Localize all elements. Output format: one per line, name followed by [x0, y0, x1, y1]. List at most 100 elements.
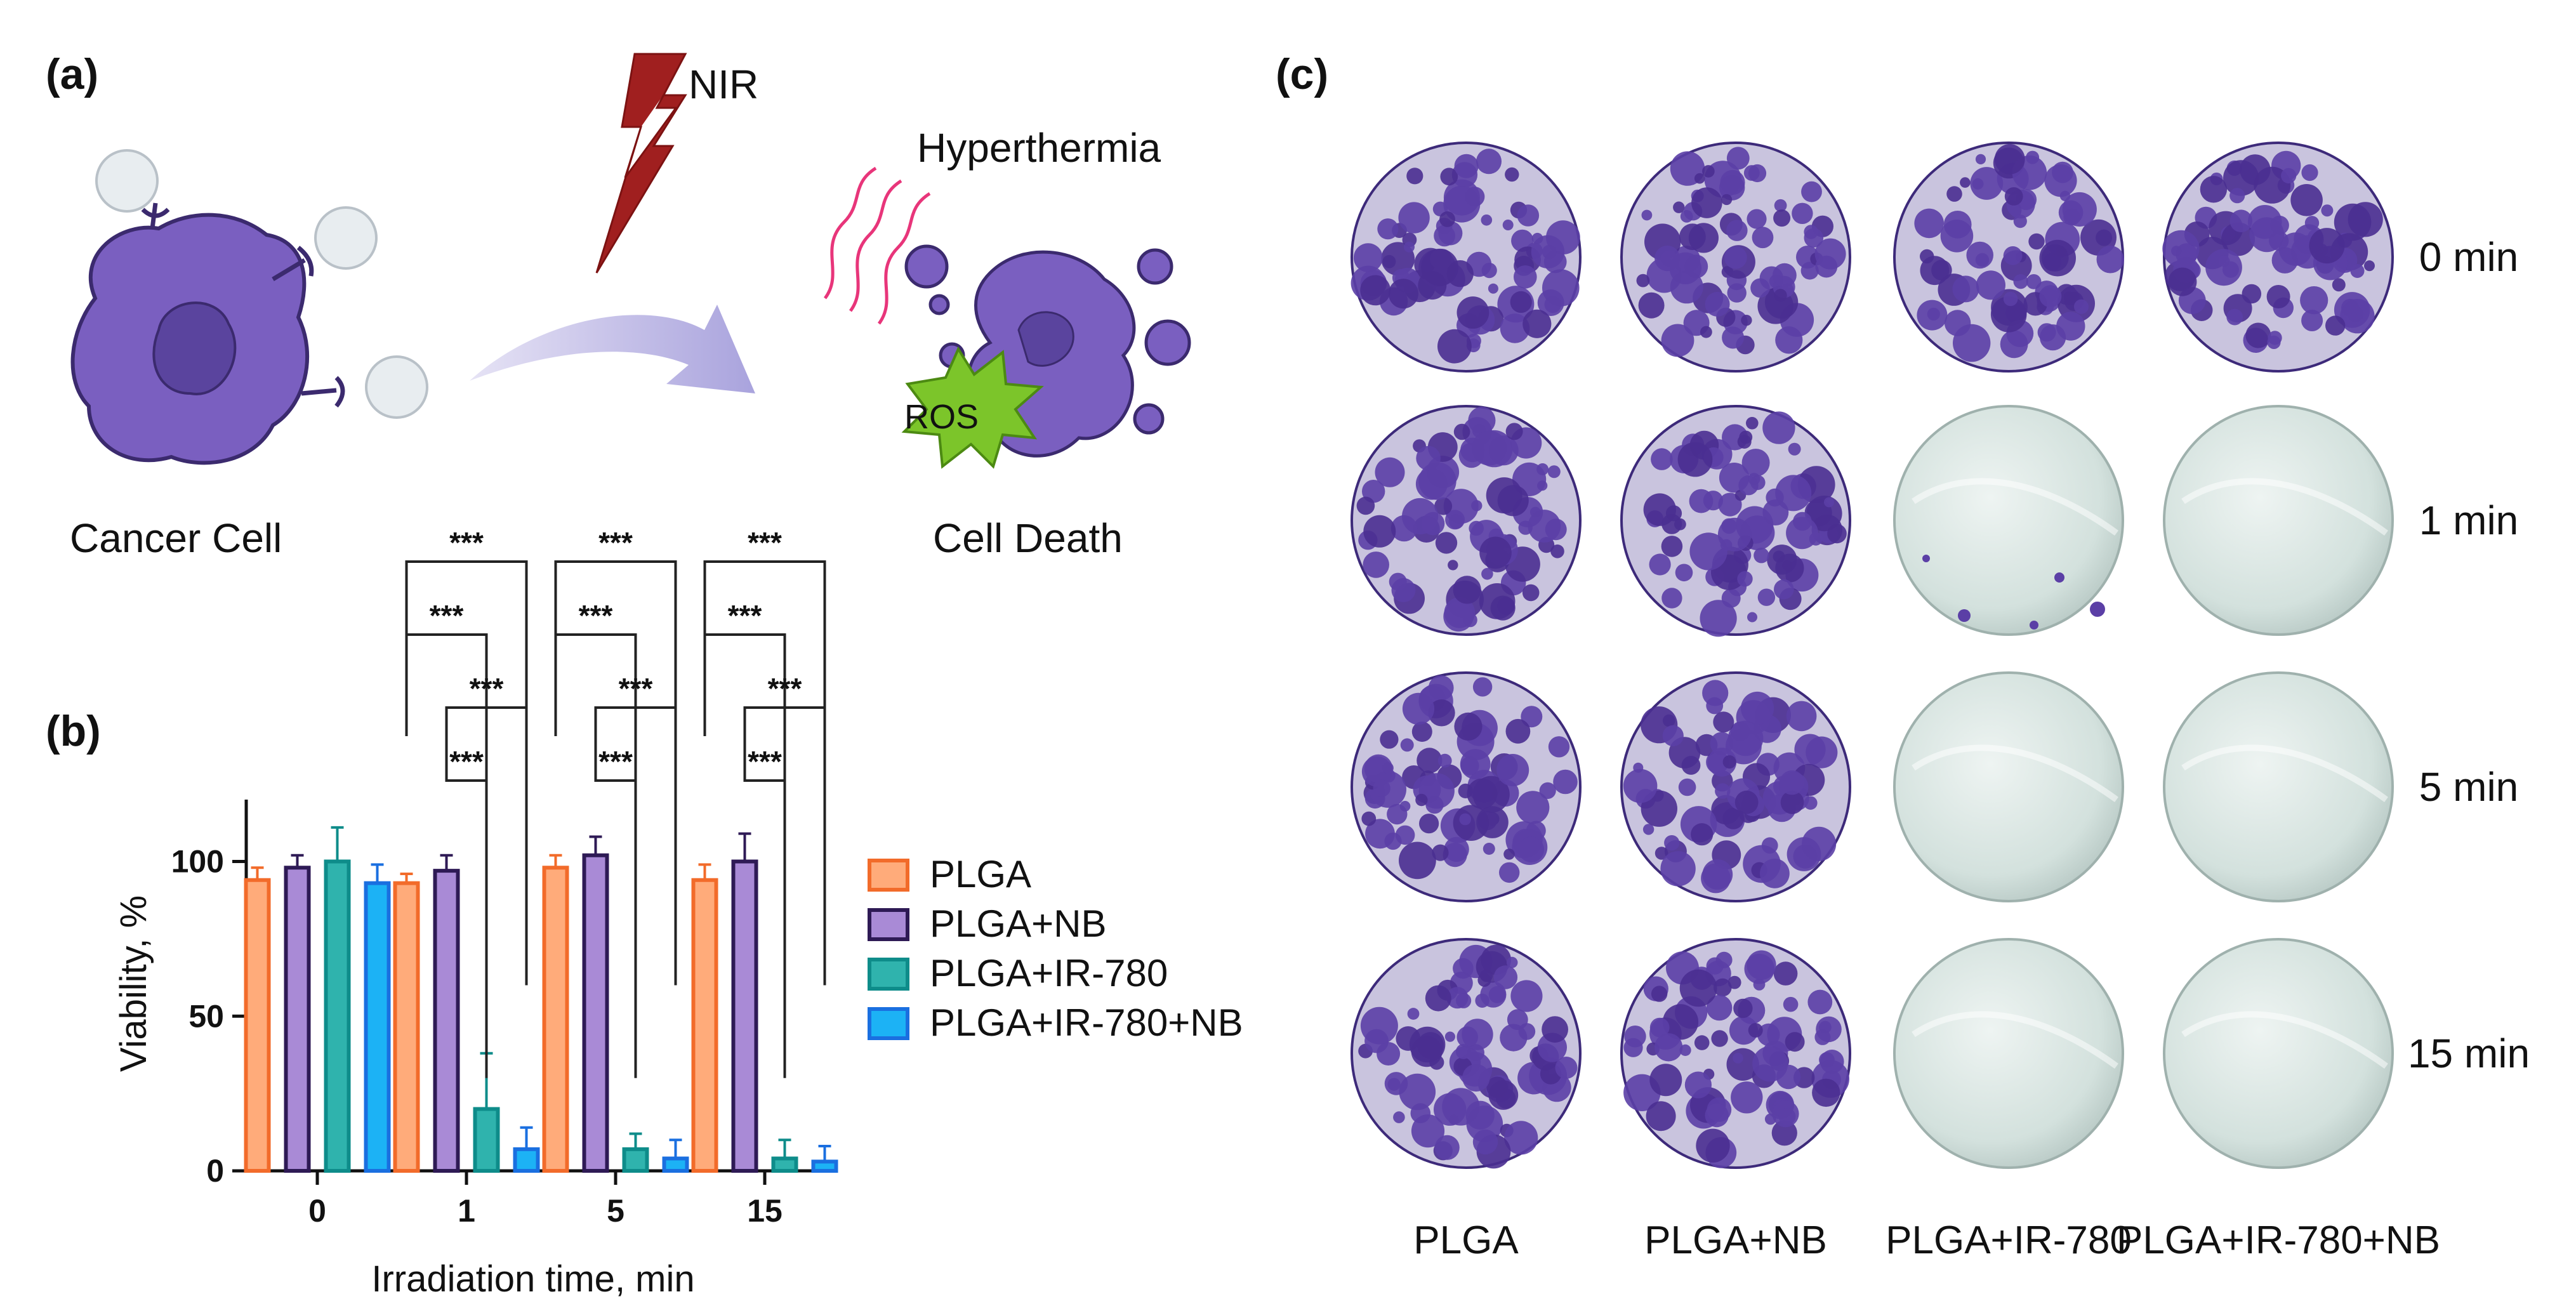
significance-label: *** — [619, 672, 653, 705]
culture-well — [1893, 405, 2124, 636]
legend-label: PLGA+NB — [930, 902, 1106, 945]
bar — [324, 859, 351, 1173]
plate-column-label: PLGA+IR-780+NB — [2117, 1218, 2440, 1262]
ros-burst-icon — [901, 346, 1044, 469]
error-bar — [669, 1138, 682, 1159]
significance-label: *** — [470, 672, 504, 705]
fragment-nucleus-icon — [1017, 311, 1074, 367]
nir-bolt-icon — [595, 53, 687, 274]
culture-well — [1351, 671, 1582, 902]
legend-swatch — [868, 958, 909, 991]
error-bar — [698, 863, 711, 880]
culture-well — [2163, 405, 2394, 636]
process-arrow-icon — [470, 305, 755, 393]
significance-bracket — [703, 560, 826, 874]
bar — [622, 1147, 649, 1173]
plate-row-label: 15 min — [2408, 1031, 2530, 1076]
significance-label: *** — [449, 745, 484, 778]
culture-well — [1351, 938, 1582, 1169]
plate-row-label: 1 min — [2419, 498, 2519, 543]
x-axis-title: Irradiation time, min — [371, 1258, 694, 1300]
significance-bracket — [743, 736, 786, 1078]
error-bar — [738, 832, 751, 862]
nir-label: NIR — [689, 62, 758, 107]
y-tick-label: 100 — [171, 844, 224, 880]
legend-swatch — [868, 859, 909, 892]
plate-column-label: PLGA+IR-780 — [1886, 1218, 2132, 1262]
significance-bracket — [594, 736, 637, 1078]
nucleus-icon — [152, 301, 237, 395]
bar — [731, 859, 758, 1173]
bar — [582, 853, 609, 1173]
bar — [473, 1107, 500, 1173]
receptor-icon — [141, 202, 170, 229]
nanoparticle-icon — [365, 355, 428, 419]
significance-label: *** — [598, 745, 633, 778]
culture-well — [1893, 938, 2124, 1169]
panel-a-letter: (a) — [46, 50, 98, 98]
significance-bracket — [405, 560, 528, 874]
error-bar — [331, 826, 344, 862]
bar — [433, 869, 460, 1173]
plate-row-label: 5 min — [2419, 764, 2519, 810]
error-bar — [371, 863, 384, 883]
error-bar — [291, 854, 304, 868]
error-bar — [818, 1145, 831, 1162]
significance-bracket — [445, 706, 528, 986]
bar — [771, 1156, 798, 1173]
significance-bracket — [445, 736, 488, 1078]
x-tick-label: 15 — [747, 1193, 783, 1229]
error-bar — [440, 854, 453, 871]
x-tick-label: 5 — [607, 1193, 624, 1229]
error-bar — [251, 866, 264, 880]
significance-label: *** — [728, 599, 762, 632]
error-bar — [589, 835, 602, 855]
significance-label: *** — [768, 672, 802, 705]
plate-column-label: PLGA — [1413, 1218, 1519, 1262]
panel-b-letter: (b) — [46, 707, 101, 755]
error-bar — [629, 1132, 642, 1149]
bar — [244, 878, 271, 1173]
bar — [691, 878, 718, 1173]
culture-well — [1351, 405, 1582, 636]
plate-row-label: 0 min — [2419, 234, 2519, 280]
bar — [542, 866, 569, 1173]
x-tick-label: 0 — [308, 1193, 326, 1229]
error-bar — [778, 1138, 791, 1159]
significance-label: *** — [598, 526, 633, 559]
culture-well — [1351, 142, 1582, 373]
nanoparticle-icon — [314, 206, 378, 270]
culture-well — [1620, 405, 1851, 637]
error-bar — [520, 1126, 533, 1149]
culture-well — [1893, 671, 2124, 902]
legend-swatch — [868, 908, 909, 941]
significance-label: *** — [579, 599, 613, 632]
significance-label: *** — [449, 526, 484, 559]
culture-well — [1893, 142, 2124, 373]
cancer-cell-label: Cancer Cell — [70, 515, 282, 561]
culture-well — [2163, 938, 2394, 1169]
legend-label: PLGA+IR-780 — [930, 952, 1168, 994]
error-bar — [400, 873, 413, 883]
ros-label: ROS — [904, 398, 979, 436]
culture-well — [1620, 142, 1851, 373]
bar — [662, 1156, 689, 1173]
hyperthermia-label: Hyperthermia — [917, 125, 1161, 171]
significance-bracket — [743, 706, 826, 986]
bar — [364, 881, 391, 1173]
significance-label: *** — [748, 745, 782, 778]
significance-label: *** — [748, 526, 782, 559]
y-tick-label: 0 — [206, 1153, 224, 1189]
legend-swatch — [868, 1007, 909, 1040]
significance-bracket — [594, 706, 677, 986]
culture-well — [2162, 142, 2394, 373]
culture-well — [1620, 671, 1851, 902]
culture-well — [1620, 938, 1851, 1169]
significance-label: *** — [430, 599, 464, 632]
plate-column-label: PLGA+NB — [1644, 1218, 1827, 1262]
bar — [811, 1159, 838, 1173]
